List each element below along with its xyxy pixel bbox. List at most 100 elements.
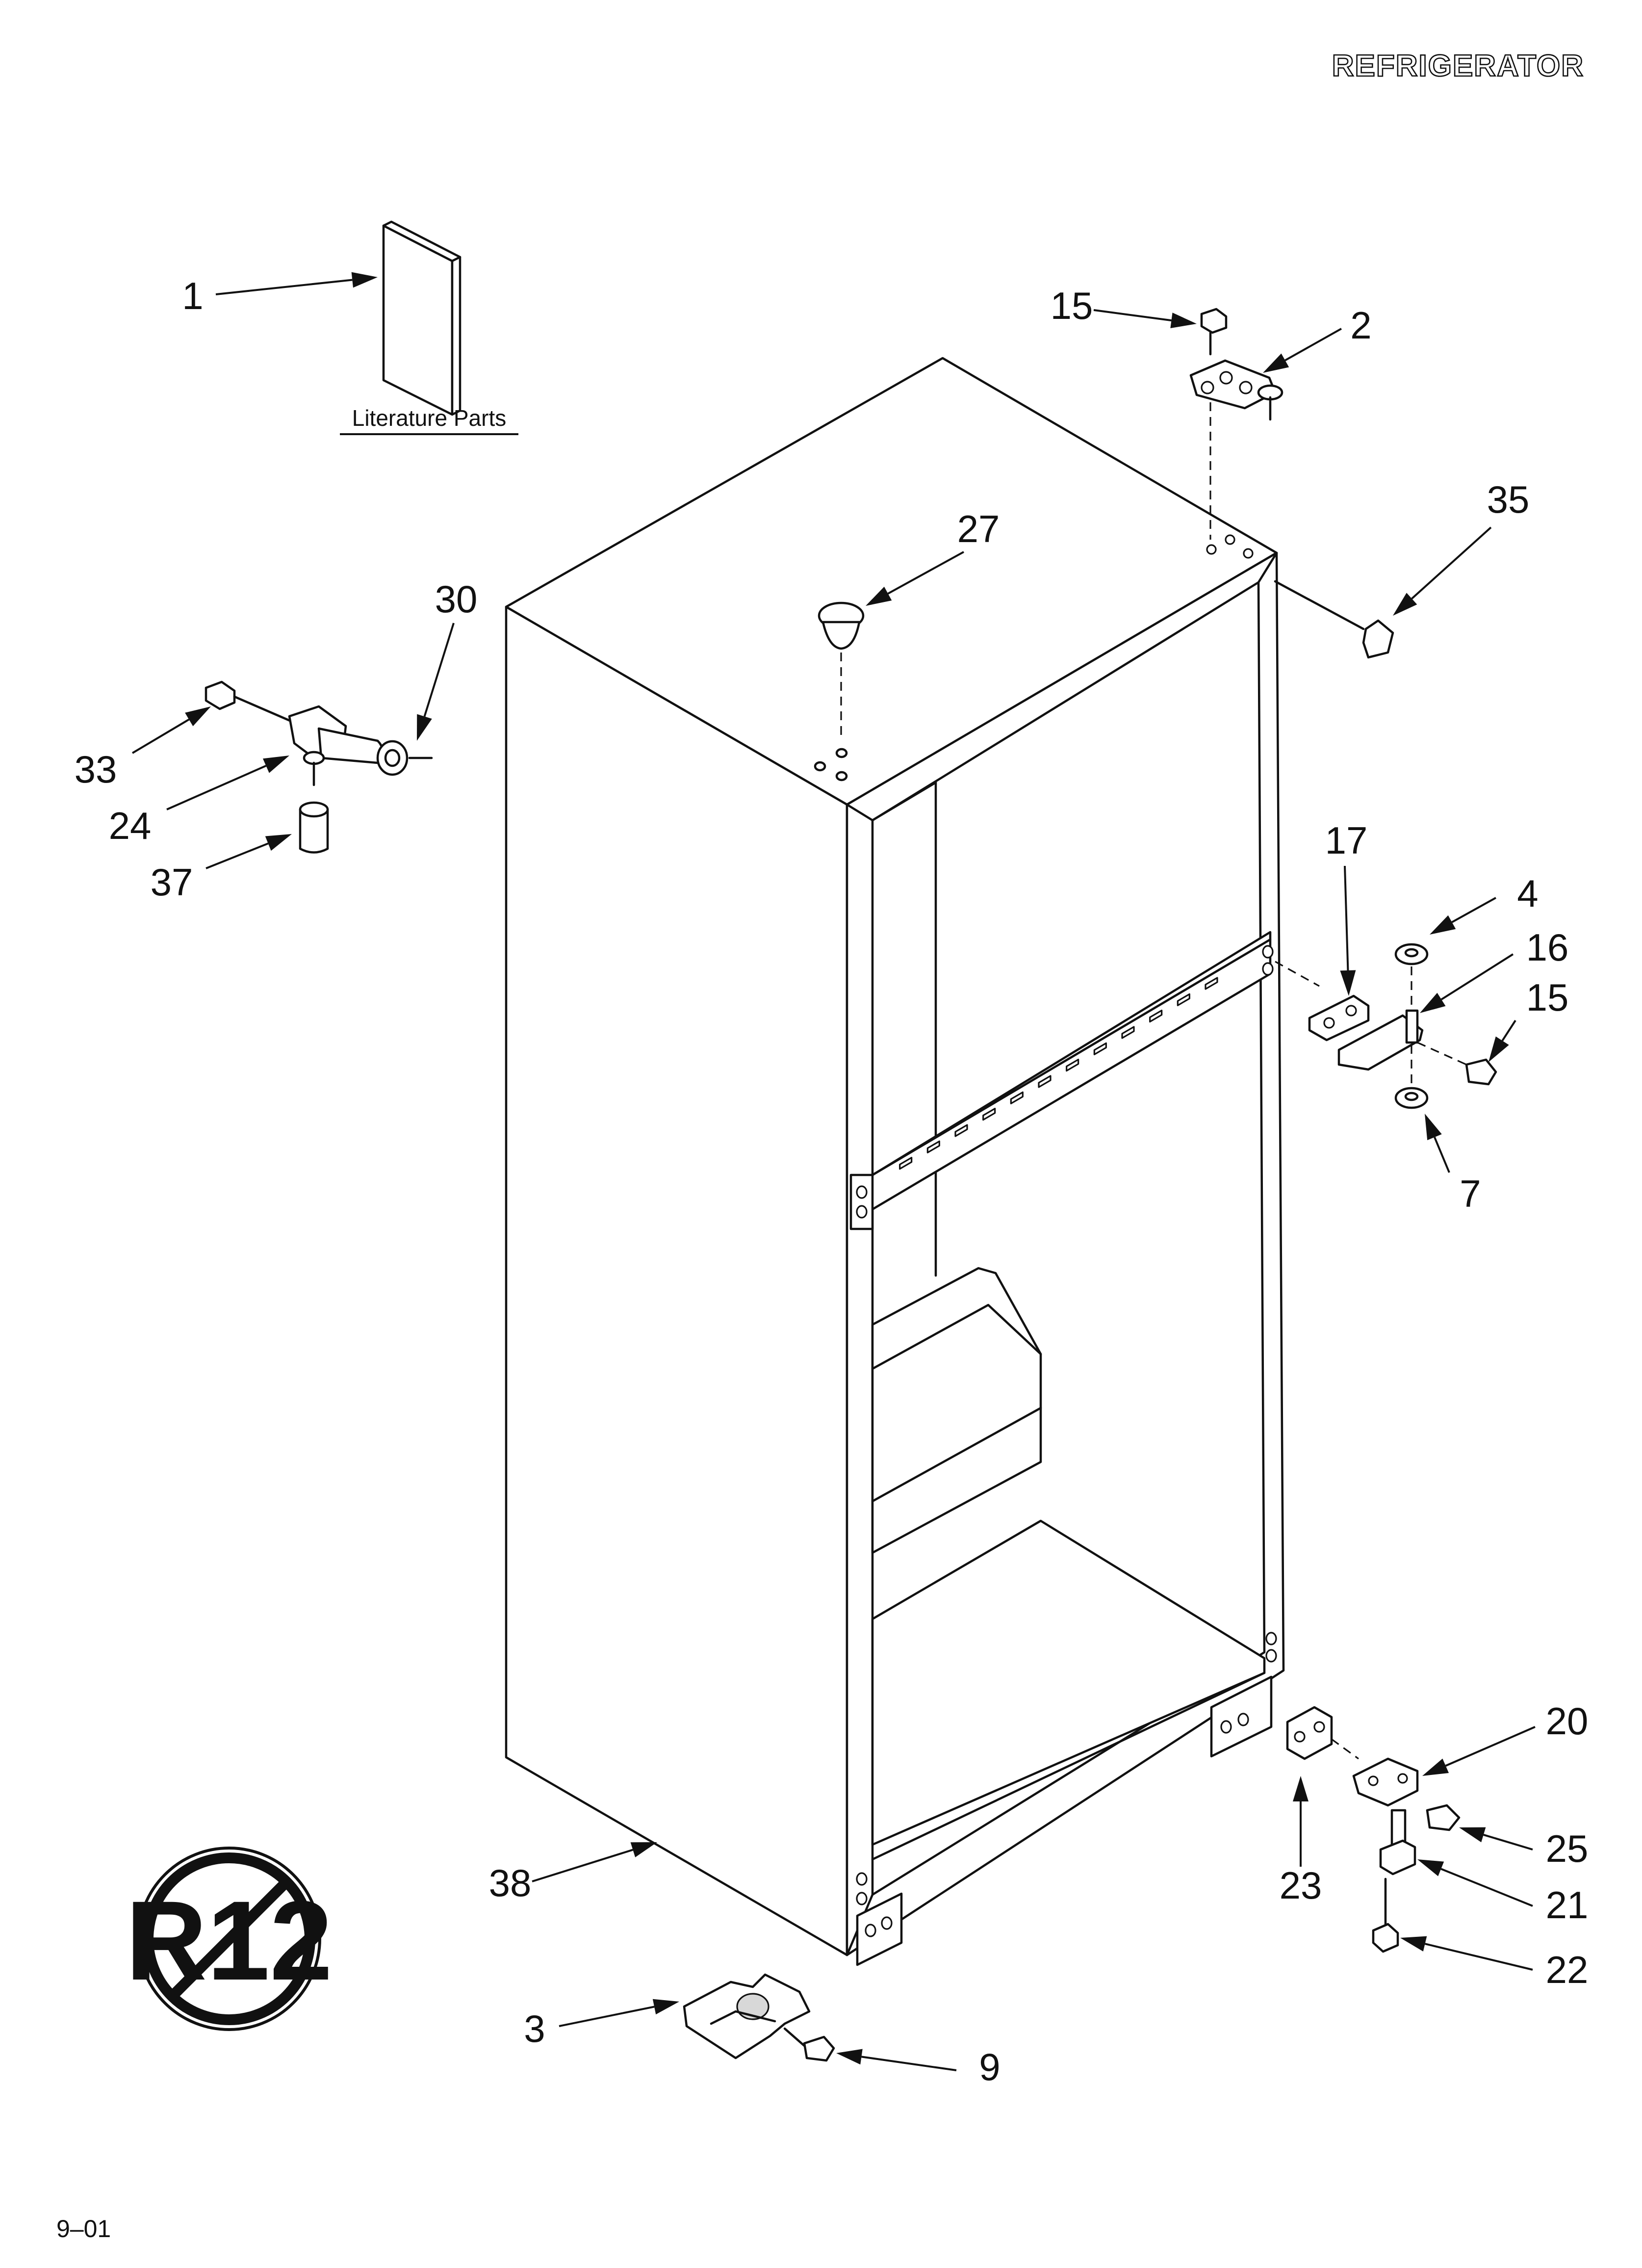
literature-parts-label: Literature Parts — [352, 405, 506, 431]
leader-24-arrowhead — [262, 756, 289, 773]
mounting-hole — [856, 1205, 868, 1219]
mounting-hole — [865, 1924, 876, 1937]
leader-7-line — [1434, 1137, 1450, 1173]
leader-21-line — [1440, 1868, 1533, 1907]
callout-35: 35 — [1487, 478, 1530, 521]
rail-slot — [1010, 1091, 1024, 1104]
rail-slot — [1205, 977, 1218, 990]
callout-20: 20 — [1546, 1699, 1589, 1743]
top-hinge-drawing — [1189, 308, 1283, 559]
leader-33-arrowhead — [185, 706, 211, 727]
door-stop-parts-drawing — [205, 680, 433, 854]
leader-24-line — [166, 765, 267, 810]
rail-slot — [954, 1124, 968, 1137]
leader-37-arrowhead — [265, 834, 292, 851]
leader-4-arrowhead — [1430, 915, 1456, 935]
leader-7-arrowhead — [1425, 1114, 1442, 1141]
callout-17: 17 — [1325, 819, 1368, 862]
callout-33: 33 — [75, 748, 117, 791]
hinge-cover-drawing — [1274, 580, 1394, 659]
rail-slot — [1121, 1026, 1135, 1039]
lower-hinge-parts-drawing — [1286, 1706, 1461, 1953]
leader-17-arrowhead — [1340, 970, 1356, 996]
leader-16-line — [1440, 953, 1514, 1000]
refrigerator-cabinet-drawing — [505, 357, 1285, 1966]
divider-rail-slots — [856, 945, 1277, 1937]
rail-slot — [1177, 993, 1190, 1006]
literature-booklet-drawing — [382, 220, 462, 416]
leader-30-line — [423, 623, 455, 717]
leader-17-line — [1344, 865, 1349, 971]
no-r12-badge: R12 — [126, 1847, 333, 2031]
rail-slot — [926, 1140, 940, 1153]
callout-21: 21 — [1546, 1883, 1589, 1927]
leveling-roller-drawing — [683, 1973, 835, 2062]
leader-2-line — [1284, 328, 1342, 362]
leader-22-arrowhead — [1400, 1936, 1427, 1952]
leader-15-mid-line — [1501, 1019, 1516, 1042]
leader-25-arrowhead — [1459, 1827, 1486, 1843]
leader-3-arrowhead — [652, 1999, 679, 2015]
callout-1: 1 — [182, 274, 203, 317]
leader-1-arrowhead — [351, 272, 378, 288]
diagram-category-title: REFRIGERATOR — [1332, 49, 1584, 83]
callout-37: 37 — [151, 860, 193, 904]
mounting-hole — [856, 1872, 868, 1886]
mounting-hole — [881, 1916, 893, 1930]
callout-38: 38 — [489, 1861, 532, 1904]
leader-3-line — [559, 2006, 655, 2027]
leader-33-line — [131, 718, 190, 754]
leader-35-arrowhead — [1393, 593, 1417, 616]
callout-23: 23 — [1280, 1864, 1322, 1907]
rail-slot — [1038, 1075, 1052, 1088]
mounting-hole — [856, 1892, 868, 1905]
leader-16-arrowhead — [1420, 992, 1446, 1013]
callout-24: 24 — [109, 804, 152, 847]
callout-27: 27 — [957, 507, 1000, 550]
leader-15-top-arrowhead — [1170, 313, 1197, 328]
rail-slot — [899, 1157, 913, 1170]
leader-27-arrowhead — [866, 586, 892, 606]
rail-slot — [1093, 1042, 1107, 1055]
callout-9: 9 — [979, 2045, 1000, 2088]
leader-9-line — [861, 2056, 957, 2071]
rail-slot — [982, 1108, 996, 1121]
mounting-hole — [1265, 1649, 1277, 1663]
mounting-hole — [1262, 945, 1274, 959]
leader-21-arrowhead — [1417, 1859, 1444, 1877]
leader-20-line — [1445, 1726, 1536, 1767]
callout-15-mid: 15 — [1526, 976, 1569, 1019]
leader-30-arrowhead — [417, 714, 432, 741]
callout-7: 7 — [1460, 1172, 1481, 1215]
callout-16: 16 — [1526, 926, 1569, 969]
mounting-hole — [1265, 1632, 1277, 1645]
leader-22-line — [1425, 1943, 1533, 1971]
center-hinge-parts-drawing — [1275, 943, 1497, 1109]
mounting-hole — [1220, 1720, 1232, 1734]
callout-4: 4 — [1517, 872, 1538, 915]
callout-leader-lines — [131, 272, 1536, 2071]
leader-25-line — [1483, 1834, 1533, 1851]
mounting-hole — [856, 1185, 868, 1199]
callout-2: 2 — [1350, 304, 1371, 347]
rail-slot — [1066, 1059, 1079, 1072]
leader-38-line — [532, 1849, 633, 1882]
leader-9-arrowhead — [836, 2049, 863, 2065]
leader-1-line — [215, 279, 353, 295]
callout-labels: 1 15 2 35 27 30 33 24 37 17 4 16 15 7 20… — [75, 274, 1589, 2088]
leader-15-mid-arrowhead — [1488, 1036, 1509, 1062]
leader-37-line — [205, 842, 269, 869]
leader-23-arrowhead — [1293, 1776, 1308, 1801]
top-vent-plug-drawing — [814, 601, 865, 782]
leader-27-line — [887, 551, 964, 595]
callout-3: 3 — [524, 2007, 545, 2050]
leader-20-arrowhead — [1422, 1758, 1449, 1776]
callout-15-top: 15 — [1051, 284, 1093, 327]
mounting-hole — [1262, 962, 1274, 976]
mounting-hole — [1237, 1713, 1249, 1726]
callout-25: 25 — [1546, 1827, 1589, 1870]
leader-38-arrowhead — [630, 1842, 657, 1857]
leader-35-line — [1411, 526, 1492, 600]
